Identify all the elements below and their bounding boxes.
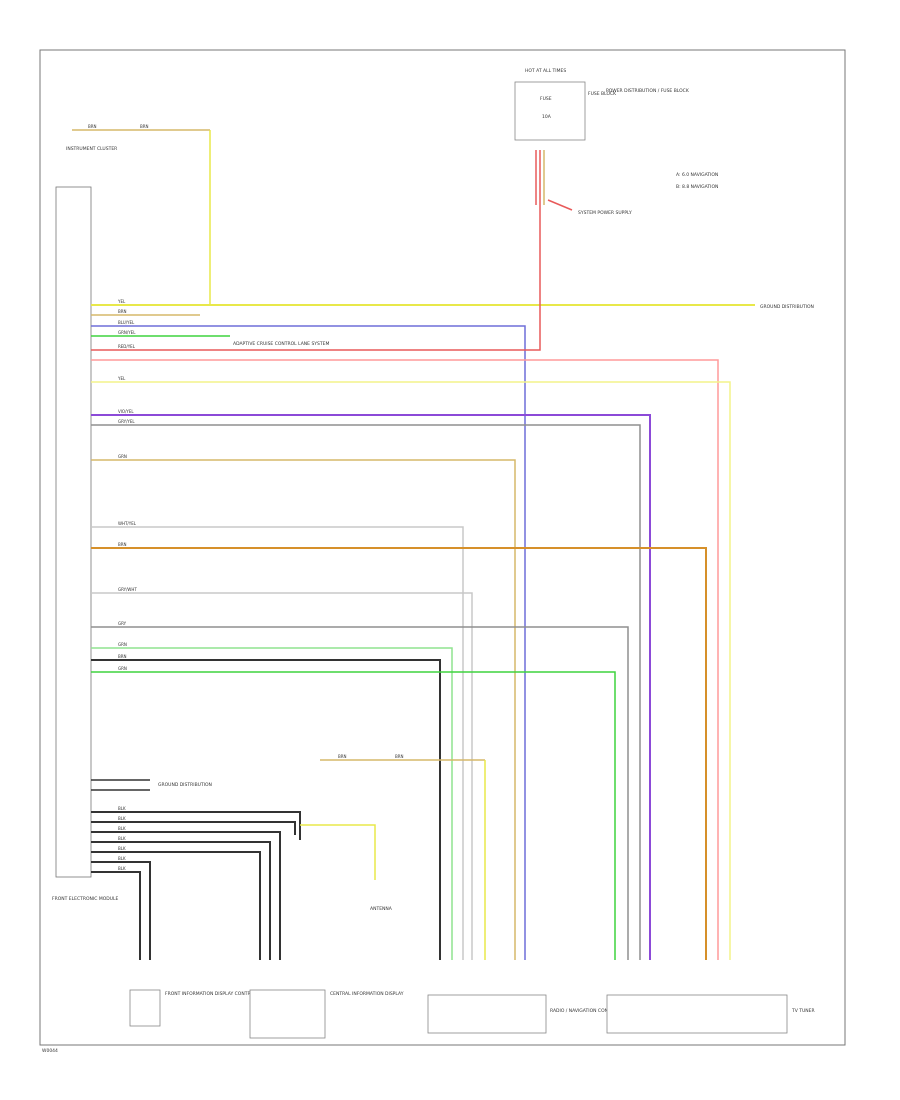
can-link-label: ADAPTIVE CRUISE CONTROL LANE SYSTEM xyxy=(233,341,329,347)
wires: YEL GROUND DISTRIBUTION BRN BLU/YEL GRN/… xyxy=(91,150,814,960)
wire-label-bt2: BRN xyxy=(140,124,149,129)
wire-blk3-label: BLK xyxy=(118,826,126,831)
wire-blk7-label: BLK xyxy=(118,866,126,871)
wire-blk1-label: BLK xyxy=(118,806,126,811)
wire-brn4-label: BRN xyxy=(118,654,127,659)
antenna-group: ANTENNA xyxy=(370,906,393,912)
module-center-label: CENTRAL INFORMATION DISPLAY xyxy=(330,991,404,997)
wire-blk2-label: BLK xyxy=(118,816,126,821)
ground-label: GROUND DISTRIBUTION xyxy=(158,782,212,788)
wire-label-bt1: BRN xyxy=(88,124,97,129)
fuse-amp-label: 10A xyxy=(542,114,552,120)
antenna-label: ANTENNA xyxy=(370,906,393,912)
module-left: FRONT INFORMATION DISPLAY CONTROL UNIT (… xyxy=(129,989,325,1027)
module-radio-label: RADIO / NAVIGATION CONTROL UNIT xyxy=(550,1008,632,1014)
wire-red-yel-label: RED/YEL xyxy=(118,344,136,349)
wire-vio-yel-label: VIO/YEL xyxy=(118,409,134,414)
footer-code: W0044 xyxy=(42,1048,58,1054)
wire-yel2-label: YEL xyxy=(117,376,126,381)
wire-wht-yel-label: WHT/YEL xyxy=(118,521,137,526)
wire-gry-yel-label: GRY/YEL xyxy=(118,419,135,424)
wire-grn4-label: GRN xyxy=(118,666,127,671)
fuse-block-label: FUSE BLOCK xyxy=(588,91,617,97)
wire-gry-wht-label: GRY/WHT xyxy=(118,587,137,592)
right-connector-label: GROUND DISTRIBUTION xyxy=(760,304,814,310)
main-connector: FRONT ELECTRONIC MODULE xyxy=(52,186,119,902)
instrument-cluster-label-top: INSTRUMENT CLUSTER xyxy=(66,146,117,152)
module-center: CENTRAL INFORMATION DISPLAY xyxy=(249,989,404,1039)
wire-yel-label: YEL xyxy=(117,299,126,304)
module-tv-label: TV TUNER xyxy=(791,1008,815,1014)
wire-brn-label: BRN xyxy=(118,309,127,314)
top-left-feed: BRN BRN INSTRUMENT CLUSTER xyxy=(66,124,211,305)
front-module-label: FRONT ELECTRONIC MODULE xyxy=(52,896,119,902)
diagram-frame xyxy=(39,49,846,1046)
wire-grn2-label: GRN xyxy=(118,454,127,459)
wire-blu-yel-label: BLU/YEL xyxy=(118,320,135,325)
wire-grn3-label: GRN xyxy=(118,642,127,647)
legend-a: A: 6.0 NAVIGATION xyxy=(676,172,718,178)
wire-blk4-label: BLK xyxy=(118,836,126,841)
module-left-label: FRONT INFORMATION DISPLAY CONTROL UNIT (… xyxy=(165,991,325,997)
hot-at-all-times-label: HOT AT ALL TIMES xyxy=(525,68,566,74)
module-radio: RADIO / NAVIGATION CONTROL UNIT xyxy=(427,994,632,1034)
legend-b: B: 8.8 NAVIGATION xyxy=(676,184,718,190)
wire-gry-label: GRY xyxy=(118,621,127,626)
wire-bt-brn2-label: BRN xyxy=(395,754,404,759)
wire-brn3-label: BRN xyxy=(118,542,127,547)
power-splice: SYSTEM POWER SUPPLY xyxy=(547,199,632,216)
wire-bt-brn-label: BRN xyxy=(338,754,347,759)
legend: A: 6.0 NAVIGATION B: 8.8 NAVIGATION xyxy=(676,172,718,190)
wire-blk5-label: BLK xyxy=(118,846,126,851)
fuse-block: HOT AT ALL TIMES FUSE 10A FUSE BLOCK POW… xyxy=(514,68,690,141)
fuse-label: FUSE xyxy=(540,96,552,102)
fuse-legend-label: POWER DISTRIBUTION / FUSE BLOCK xyxy=(606,88,690,94)
splice-power-label: SYSTEM POWER SUPPLY xyxy=(578,210,632,216)
wire-grn-yel-label: GRN/YEL xyxy=(118,330,136,335)
wire-blk6-label: BLK xyxy=(118,856,126,861)
module-tv: TV TUNER xyxy=(606,994,815,1034)
